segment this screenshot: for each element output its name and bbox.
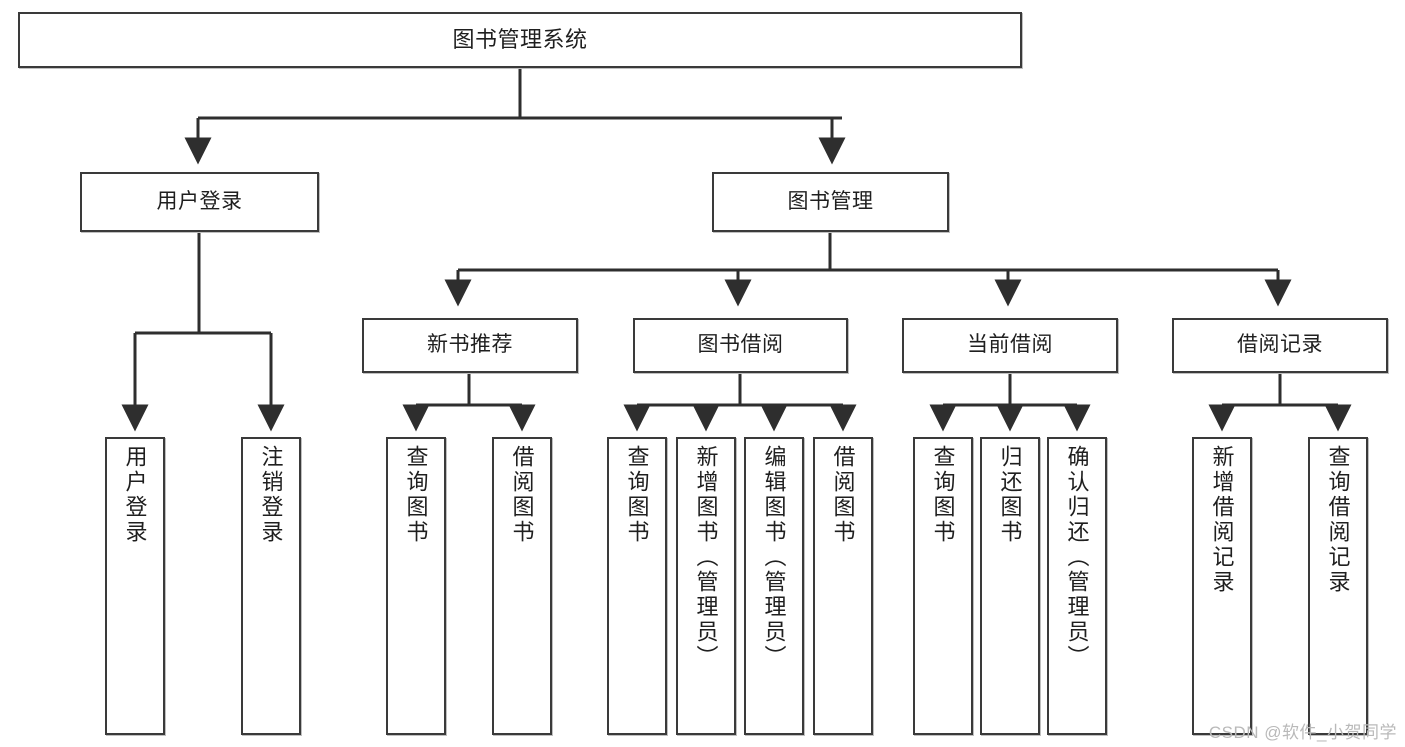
node-root-label: 图书管理系统 (452, 27, 588, 53)
leaf-record-add[interactable]: 新增借阅记录 (1192, 437, 1252, 735)
leaf-current-query[interactable]: 查询图书 (913, 437, 973, 735)
node-new-book-recommend-label: 新书推荐 (427, 333, 513, 357)
leaf-newbook-query-label: 查询图书 (403, 445, 429, 545)
leaf-newbook-borrow[interactable]: 借阅图书 (492, 437, 552, 735)
leaf-current-confirm-label: 确认归还（管理员） (1064, 445, 1090, 670)
node-root[interactable]: 图书管理系统 (18, 12, 1022, 68)
node-new-book-recommend[interactable]: 新书推荐 (362, 318, 578, 373)
node-book-borrow[interactable]: 图书借阅 (633, 318, 848, 373)
leaf-newbook-query[interactable]: 查询图书 (386, 437, 446, 735)
leaf-user-login[interactable]: 用户登录 (105, 437, 165, 735)
node-borrow-record-label: 借阅记录 (1237, 333, 1323, 357)
leaf-current-confirm[interactable]: 确认归还（管理员） (1047, 437, 1107, 735)
leaf-current-return[interactable]: 归还图书 (980, 437, 1040, 735)
node-user-login-label: 用户登录 (156, 189, 243, 213)
node-book-management[interactable]: 图书管理 (712, 172, 949, 232)
watermark: CSDN @软件_小贺同学 (1208, 723, 1397, 742)
leaf-borrow-borrow[interactable]: 借阅图书 (813, 437, 873, 735)
leaf-record-query-label: 查询借阅记录 (1325, 445, 1351, 595)
node-user-login[interactable]: 用户登录 (80, 172, 319, 232)
leaf-newbook-borrow-label: 借阅图书 (509, 445, 535, 545)
leaf-current-query-label: 查询图书 (930, 445, 956, 545)
leaf-borrow-query-label: 查询图书 (624, 445, 650, 545)
leaf-borrow-add[interactable]: 新增图书（管理员） (676, 437, 736, 735)
leaf-borrow-query[interactable]: 查询图书 (607, 437, 667, 735)
leaf-user-login-label: 用户登录 (122, 445, 148, 545)
leaf-borrow-borrow-label: 借阅图书 (830, 445, 856, 545)
leaf-borrow-add-label: 新增图书（管理员） (693, 445, 719, 670)
leaf-record-query[interactable]: 查询借阅记录 (1308, 437, 1368, 735)
leaf-current-return-label: 归还图书 (997, 445, 1023, 545)
leaf-record-add-label: 新增借阅记录 (1209, 445, 1235, 595)
node-book-borrow-label: 图书借阅 (697, 333, 784, 357)
node-book-management-label: 图书管理 (787, 189, 874, 213)
leaf-user-logout[interactable]: 注销登录 (241, 437, 301, 735)
node-current-borrow-label: 当前借阅 (967, 333, 1053, 357)
leaf-user-logout-label: 注销登录 (258, 445, 284, 545)
node-borrow-record[interactable]: 借阅记录 (1172, 318, 1388, 373)
node-current-borrow[interactable]: 当前借阅 (902, 318, 1118, 373)
leaf-borrow-edit-label: 编辑图书（管理员） (761, 445, 787, 670)
leaf-borrow-edit[interactable]: 编辑图书（管理员） (744, 437, 804, 735)
